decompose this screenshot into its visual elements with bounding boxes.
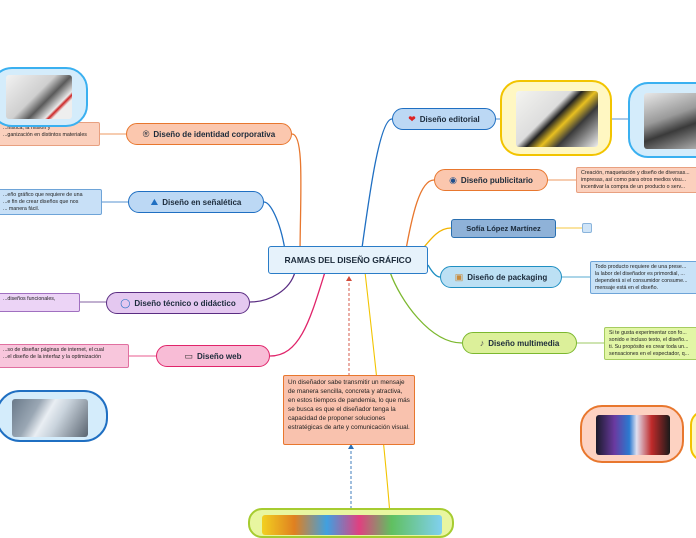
branch-label: Diseño de packaging	[467, 272, 548, 282]
note-packaging: Todo producto requiere de una prese... l…	[590, 261, 696, 294]
image-editorial	[516, 91, 598, 147]
branch-multimedia[interactable]: ♪ Diseño multimedia	[462, 332, 577, 354]
image-multimedia-frame	[580, 405, 684, 463]
summary-note[interactable]: Un diseñador sabe transmitir un mensaje …	[283, 375, 415, 445]
image-web	[12, 399, 88, 437]
branch-label: Diseño editorial	[419, 114, 480, 124]
branch-tecnico-didactico[interactable]: ◯ Diseño técnico o didáctico	[106, 292, 250, 314]
image-editorial-2	[644, 93, 696, 149]
author-label: Sofía López Martínez	[466, 224, 541, 233]
branch-web[interactable]: ▭ Diseño web	[156, 345, 270, 367]
circle-icon: ◯	[120, 297, 131, 308]
mind-map-connectors	[80, 118, 630, 516]
image-identidad	[6, 75, 72, 119]
connector-web	[269, 271, 326, 357]
connector-identidad	[291, 133, 302, 259]
branch-label: Diseño multimedia	[488, 338, 560, 348]
author-attachment	[582, 223, 592, 233]
connector-packaging	[427, 264, 441, 278]
image-editorial-2-frame	[628, 82, 696, 158]
note-tecnico: ...diseños funcionales,	[0, 293, 80, 312]
connector-multimedia	[389, 271, 463, 344]
branch-label: Diseño de identidad corporativa	[153, 129, 276, 139]
image-web-frame	[0, 390, 108, 442]
landscape-icon: ⛰	[150, 196, 159, 207]
connector-editorial	[361, 118, 393, 249]
music-icon: ♪	[479, 338, 485, 348]
note-publicitario: Creación, maquetación y diseño de divers…	[576, 167, 696, 193]
branch-label: Diseño web	[197, 351, 242, 361]
monitor-icon: ▭	[184, 350, 194, 361]
connector-senaletica	[263, 201, 286, 251]
branch-packaging[interactable]: ▣ Diseño de packaging	[440, 266, 562, 288]
note-senaletica: ...eño gráfico que requiere de una ...e …	[0, 189, 102, 215]
image-multimedia	[596, 415, 670, 455]
branch-label: Diseño publicitario	[460, 175, 533, 185]
connector-publicitario	[404, 179, 435, 256]
branch-editorial[interactable]: ❤ Diseño editorial	[392, 108, 496, 130]
branch-label: Diseño en señalética	[162, 197, 242, 207]
heart-icon: ❤	[408, 113, 416, 124]
box-icon: ▣	[454, 271, 464, 282]
author-node[interactable]: Sofía López Martínez	[451, 219, 556, 238]
image-identidad-frame	[0, 67, 88, 127]
central-topic-label: RAMAS DEL DISEÑO GRÁFICO	[284, 255, 412, 265]
image-editorial-frame	[500, 80, 612, 156]
image-bottom-frame	[248, 508, 454, 538]
branch-senaletica[interactable]: ⛰ Diseño en señalética	[128, 191, 264, 213]
note-multimedia: Si te gusta experimentar con fo... sonid…	[604, 327, 696, 360]
note-web: ...so de diseñar páginas de internet, el…	[0, 344, 129, 368]
branch-identidad-corporativa[interactable]: ® Diseño de identidad corporativa	[126, 123, 292, 145]
image-bottom	[262, 515, 442, 535]
target-icon: ◉	[449, 174, 457, 185]
image-right-edge-frame	[690, 410, 696, 462]
branch-label: Diseño técnico o didáctico	[134, 298, 236, 308]
registered-icon: ®	[142, 129, 150, 139]
central-topic[interactable]: RAMAS DEL DISEÑO GRÁFICO	[268, 246, 428, 274]
branch-publicitario[interactable]: ◉ Diseño publicitario	[434, 169, 548, 191]
connector-tecnico	[249, 271, 296, 303]
